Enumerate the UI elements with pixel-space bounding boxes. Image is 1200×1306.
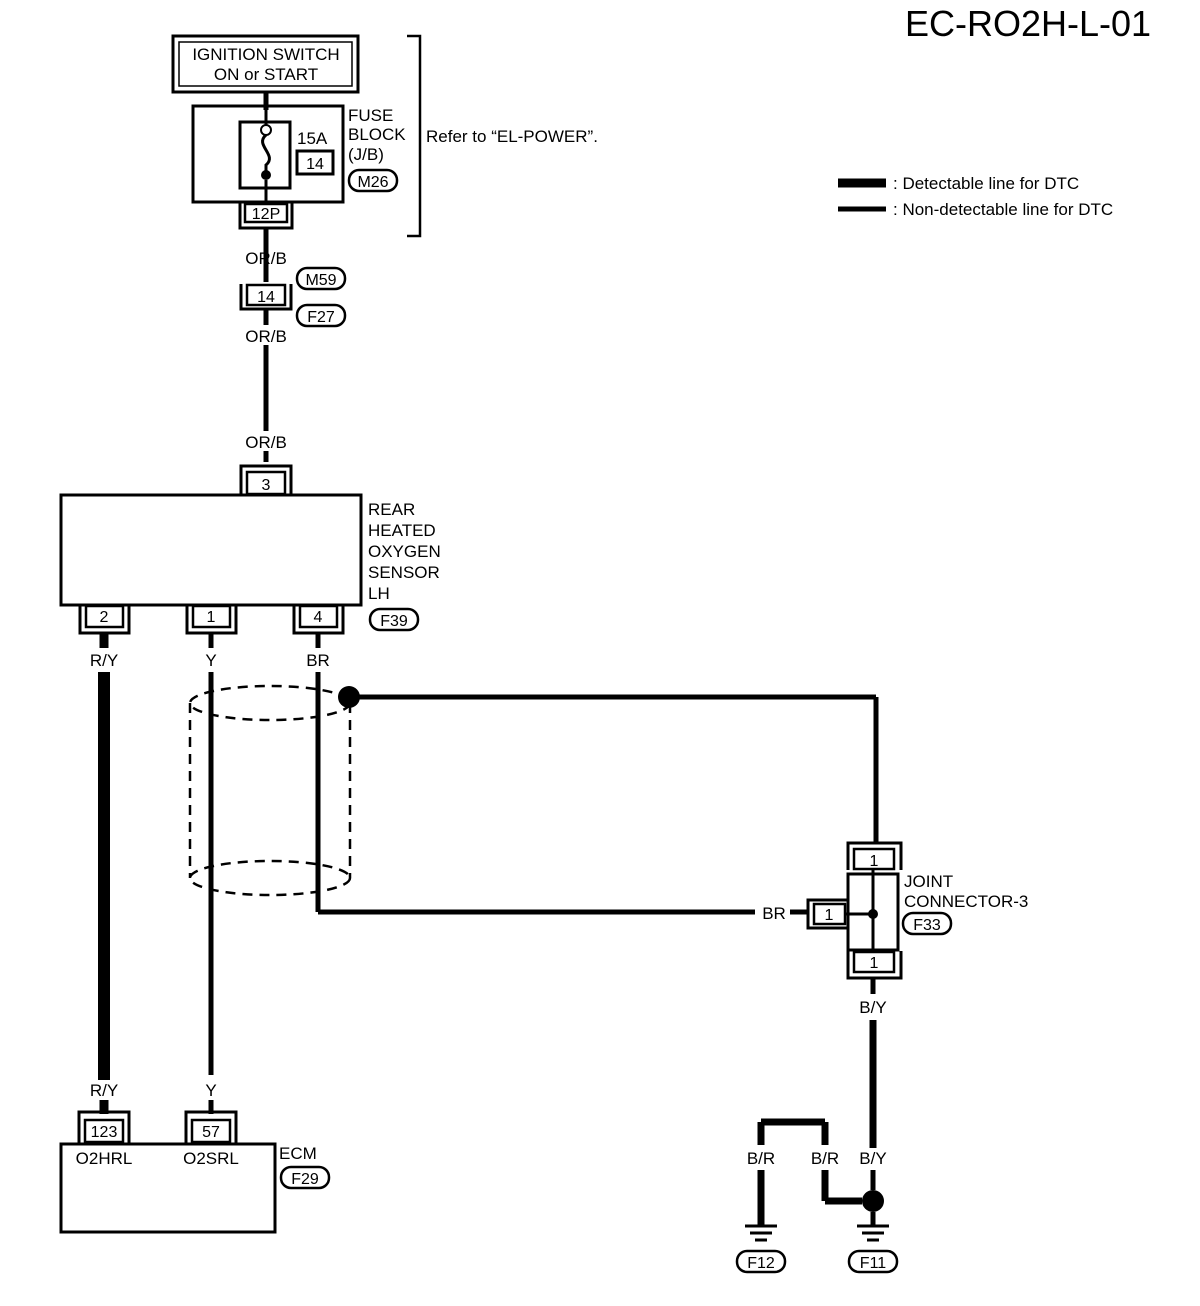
refer-el-power: Refer to “EL-POWER”. xyxy=(426,127,598,146)
sensor-line2: HEATED xyxy=(368,521,436,540)
fuse-block-label3: (J/B) xyxy=(348,145,384,164)
wire-label-orb-2: OR/B xyxy=(245,327,287,346)
fuse-connector-m26: M26 xyxy=(357,174,388,191)
fuse-block: 15A 14 FUSE BLOCK (J/B) M26 12P xyxy=(191,104,406,230)
connector-f39: F39 xyxy=(380,613,408,630)
wire-label-by-2: B/Y xyxy=(859,1149,886,1168)
connector-f29: F29 xyxy=(291,1171,319,1188)
wire-label-y-top: Y xyxy=(205,651,216,670)
inline-connector: 14 M59 F27 xyxy=(239,266,347,328)
ground-f11: F11 xyxy=(860,1255,886,1272)
wire-label-br-loop-1: B/R xyxy=(747,1149,775,1168)
sensor-line4: SENSOR xyxy=(368,563,440,582)
sensor-bottom-pins: 2 1 4 xyxy=(78,604,345,635)
ground-splice-dot xyxy=(862,1190,884,1212)
fuse-amp: 15A xyxy=(297,129,328,148)
sensor-pin-ry: 2 xyxy=(100,609,109,626)
ecm-term-o2hrl: O2HRL xyxy=(76,1149,133,1168)
ecm-box: O2HRL O2SRL ECM F29 xyxy=(59,1142,331,1234)
legend-non-detectable: : Non-detectable line for DTC xyxy=(893,200,1113,219)
wire-label-br-loop-2: B/R xyxy=(811,1149,839,1168)
connector-f33: F33 xyxy=(913,917,941,934)
ecm-pins: 123 57 xyxy=(77,1110,238,1144)
joint-connector-3: 1 1 1 JOINT CONNECTOR-3 F33 xyxy=(806,841,1028,980)
connector-m59: M59 xyxy=(305,272,336,289)
rear-heated-oxygen-sensor: REAR HEATED OXYGEN SENSOR LH F39 xyxy=(59,493,441,632)
ecm-pin-57: 57 xyxy=(202,1124,220,1141)
ecm-label: ECM xyxy=(279,1144,317,1163)
sensor-line1: REAR xyxy=(368,500,415,519)
fuse-number: 14 xyxy=(306,156,324,173)
joint-label2: CONNECTOR-3 xyxy=(904,892,1028,911)
connector-f27: F27 xyxy=(307,309,335,326)
ecm-term-o2srl: O2SRL xyxy=(183,1149,239,1168)
joint-pin-left: 1 xyxy=(825,907,834,924)
diagram-id: EC-RO2H-L-01 xyxy=(905,3,1151,44)
wire-label-ry-top: R/Y xyxy=(90,651,118,670)
legend-detectable: : Detectable line for DTC xyxy=(893,174,1079,193)
joint-pin-top: 1 xyxy=(870,853,879,870)
shield-cylinder xyxy=(188,684,352,897)
wire-label-orb-3: OR/B xyxy=(245,433,287,452)
fuse-block-label2: BLOCK xyxy=(348,125,406,144)
sensor-line5: LH xyxy=(368,584,390,603)
inline-pin: 14 xyxy=(257,289,275,306)
joint-label1: JOINT xyxy=(904,872,953,891)
ecm-pin-123: 123 xyxy=(91,1124,118,1141)
sensor-line3: OXYGEN xyxy=(368,542,441,561)
wire-label-br-joint: BR xyxy=(762,904,786,923)
wire-label-orb-1: OR/B xyxy=(245,249,287,268)
legend: : Detectable line for DTC : Non-detectab… xyxy=(838,174,1113,219)
ground-symbol-f11: F11 xyxy=(847,1212,899,1274)
fuse-block-label1: FUSE xyxy=(348,106,393,125)
sensor-pin-top: 3 xyxy=(262,477,271,494)
ignition-switch: IGNITION SWITCH ON or START xyxy=(171,34,360,94)
wire-label-br-top: BR xyxy=(306,651,330,670)
wire-label-by-1: B/Y xyxy=(859,998,886,1017)
fuse-terminal: 12P xyxy=(252,206,280,223)
sensor-pin-y: 1 xyxy=(207,609,216,626)
joint-pin-bottom: 1 xyxy=(870,955,879,972)
sensor-pin-br: 4 xyxy=(314,609,323,626)
ground-f12: F12 xyxy=(747,1255,775,1272)
wire-label-ry-bottom: R/Y xyxy=(90,1081,118,1100)
ignition-line1: IGNITION SWITCH xyxy=(192,45,339,64)
ignition-line2: ON or START xyxy=(214,65,318,84)
ground-symbol-f12: F12 xyxy=(735,1224,787,1274)
wire-label-y-bottom: Y xyxy=(205,1081,216,1100)
